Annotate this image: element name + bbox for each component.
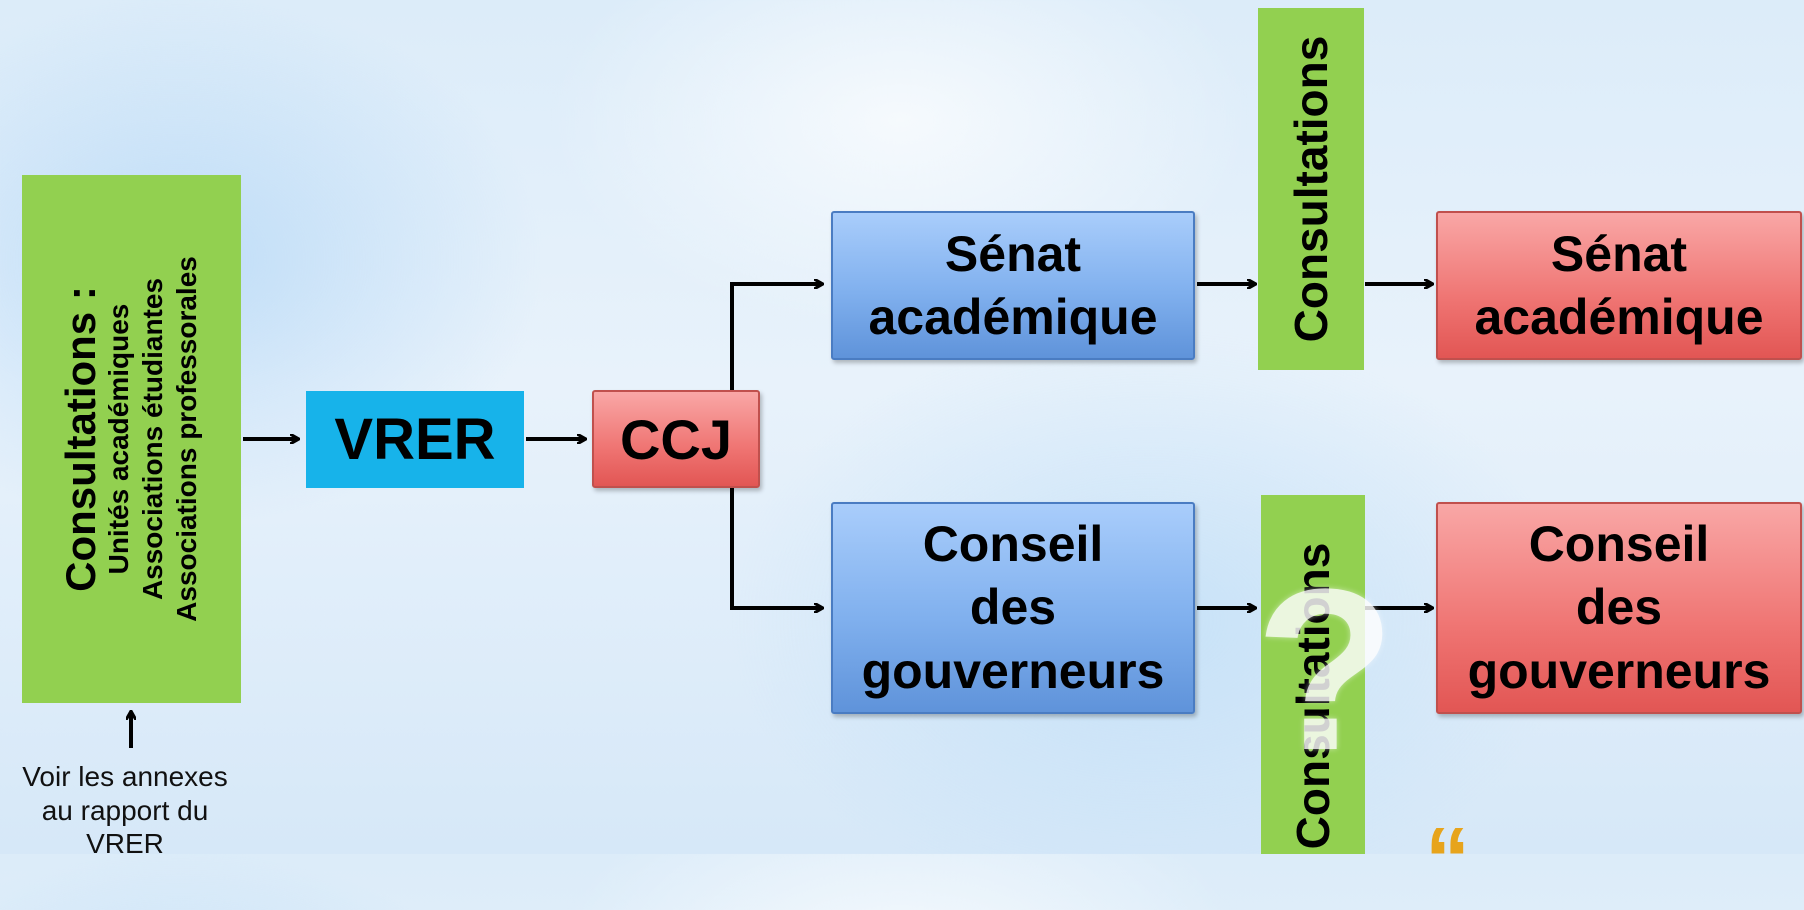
senat-red-line: académique (1474, 288, 1764, 345)
annex-note-line: Voir les annexes (22, 761, 228, 792)
conseil-gouverneurs-text: Conseil des gouverneurs (862, 513, 1165, 704)
conseil-line: Conseil (922, 515, 1104, 572)
conseil-line: des (969, 579, 1057, 636)
question-mark: ? (1255, 541, 1396, 798)
consultations-line: Associations étudiantes (136, 277, 168, 601)
conseil-red-line: des (1575, 579, 1663, 636)
senat-red-line: Sénat (1550, 226, 1688, 282)
consultations-line: Unités académiques (102, 303, 134, 575)
senat-line: Sénat (944, 226, 1082, 282)
quote-icon: “ (1425, 810, 1470, 910)
conseil-red-text: Conseil des gouverneurs (1468, 513, 1771, 704)
consultations-main-text: Consultations : Unités académiques Assoc… (56, 256, 203, 622)
senat-red-text: Sénat académique (1474, 223, 1763, 348)
conseil-gouverneurs-box: Conseil des gouverneurs (831, 502, 1195, 714)
senat-academique-box: Sénat académique (831, 211, 1195, 360)
annex-note-line: au rapport du (41, 794, 209, 826)
consultations-main-box: Consultations : Unités académiques Assoc… (22, 175, 241, 703)
ccj-box: CCJ (592, 390, 760, 488)
conseil-line: gouverneurs (861, 642, 1165, 699)
connector-ccj-to-senat (730, 284, 822, 390)
conseil-gouverneurs-red-box: Conseil des gouverneurs (1436, 502, 1802, 714)
connector-ccj-to-conseil (730, 488, 822, 608)
vrer-label: VRER (334, 407, 496, 472)
consultations-senat-label: Consultations (1285, 35, 1337, 343)
consultations-main-title: Consultations : (56, 286, 104, 592)
consultations-line: Associations professorales (170, 256, 202, 622)
vrer-box: VRER (306, 391, 524, 488)
conseil-red-line: gouverneurs (1467, 642, 1771, 699)
consultations-senat-box: Consultations (1258, 8, 1364, 370)
annex-note: Voir les annexes au rapport du VRER (0, 760, 250, 861)
ccj-label: CCJ (619, 407, 733, 471)
annex-note-line: VRER (86, 828, 164, 860)
flow-arrows (0, 0, 1804, 748)
senat-academique-text: Sénat académique (868, 223, 1157, 348)
senat-academique-red-box: Sénat académique (1436, 211, 1802, 360)
conseil-red-line: Conseil (1528, 515, 1710, 572)
consultations-conseil-box: Consultations (1261, 495, 1365, 854)
senat-line: académique (868, 288, 1158, 345)
